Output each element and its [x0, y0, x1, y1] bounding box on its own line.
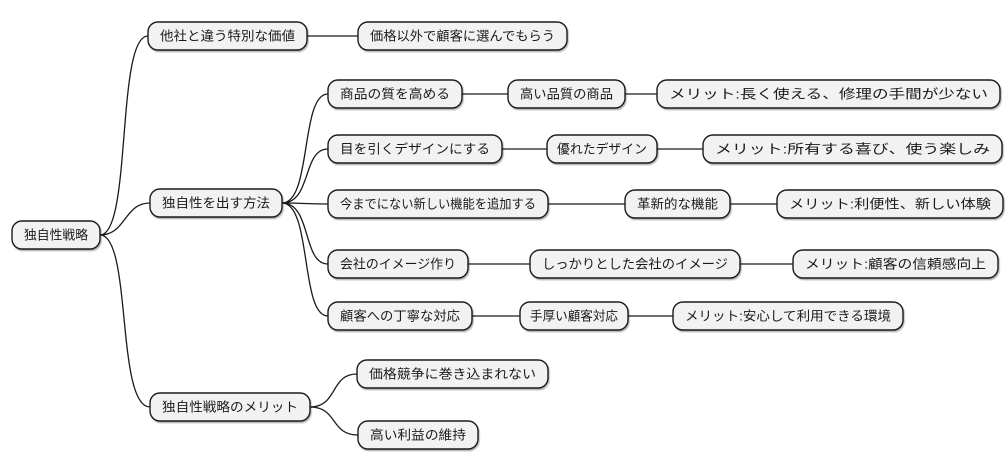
node-method-quality-label: 商品の質を高める	[340, 87, 450, 102]
node-merit-design-box	[702, 134, 1003, 164]
node-method-quality-box	[327, 79, 463, 109]
edge-methods-to-support	[281, 202, 329, 317]
node-feature-image[interactable]: しっかりとした会社のイメージ	[529, 249, 741, 279]
node-root-label: 独自性戦略	[24, 228, 88, 243]
edge-methods-to-quality	[281, 93, 329, 204]
node-root[interactable]: 独自性戦略	[11, 220, 101, 250]
node-method-innovation[interactable]: 今までにない新しい機能を追加する	[327, 189, 549, 219]
node-feature-quality[interactable]: 高い品質の商品	[507, 79, 626, 109]
node-merit-image-box	[792, 249, 999, 279]
node-feature-innovation-box	[624, 189, 731, 219]
node-method-innovation-label: 今までにない新しい機能を追加する	[340, 197, 536, 212]
edge-methods-to-design	[281, 148, 329, 204]
node-special-value-detail-box	[357, 21, 568, 51]
node-methods-box	[149, 188, 283, 218]
node-method-design[interactable]: 目を引くデザインにする	[327, 134, 503, 164]
node-method-image[interactable]: 会社のイメージ作り	[327, 249, 469, 279]
node-feature-innovation[interactable]: 革新的な機能	[624, 189, 731, 219]
node-merit-high-profit[interactable]: 高い利益の維持	[357, 420, 479, 450]
node-strategy-merits[interactable]: 独自性戦略のメリット	[149, 392, 311, 422]
node-feature-image-label: しっかりとした会社のイメージ	[542, 257, 728, 272]
node-feature-support-label: 手厚い顧客対応	[530, 309, 618, 324]
node-merit-innovation[interactable]: メリット:利便性、新しい体験	[776, 189, 1004, 219]
node-method-support[interactable]: 顧客への丁寧な対応	[327, 301, 473, 331]
edge-strategy-merits-to-high-profit	[309, 406, 359, 436]
node-feature-image-box	[529, 249, 741, 279]
node-method-design-label: 目を引くデザインにする	[340, 142, 490, 157]
node-strategy-merits-label: 独自性戦略のメリット	[162, 400, 298, 415]
node-merit-quality[interactable]: メリット:長く使える、修理の手間が少ない	[656, 79, 1001, 109]
node-root-box	[11, 220, 101, 250]
node-feature-design-box	[546, 134, 658, 164]
node-strategy-merits-box	[149, 392, 311, 422]
node-merit-quality-box	[656, 79, 1001, 109]
node-merit-design-label: メリット:所有する喜び、使う楽しみ	[715, 142, 990, 157]
node-feature-design-label: 優れたデザイン	[557, 142, 647, 157]
node-method-support-box	[327, 301, 473, 331]
node-merit-innovation-box	[776, 189, 1004, 219]
node-method-design-box	[327, 134, 503, 164]
node-feature-quality-label: 高い品質の商品	[520, 87, 613, 102]
node-special-value-box	[147, 21, 308, 51]
node-feature-quality-box	[507, 79, 626, 109]
node-method-image-label: 会社のイメージ作り	[340, 257, 456, 272]
node-merit-no-price-war-label: 価格競争に巻き込まれない	[369, 367, 536, 382]
edge-root-to-methods	[99, 202, 151, 236]
node-special-value-detail-label: 価格以外で顧客に選んでもらう	[370, 29, 555, 44]
node-special-value-label: 他社と違う特別な価値	[160, 29, 295, 44]
node-merit-quality-label: メリット:長く使える、修理の手間が少ない	[669, 87, 988, 102]
node-merit-image[interactable]: メリット:顧客の信頼感向上	[792, 249, 999, 279]
node-method-innovation-box	[327, 189, 549, 219]
node-merit-high-profit-label: 高い利益の維持	[370, 428, 466, 443]
node-special-value-detail[interactable]: 価格以外で顧客に選んでもらう	[357, 21, 568, 51]
node-method-quality[interactable]: 商品の質を高める	[327, 79, 463, 109]
edge-strategy-merits-to-no-price-war	[309, 373, 358, 408]
node-feature-innovation-label: 革新的な機能	[637, 197, 718, 212]
node-methods[interactable]: 独自性を出す方法	[149, 188, 283, 218]
node-merit-support-label: メリット:安心して利用できる環境	[685, 309, 891, 324]
node-method-image-box	[327, 249, 469, 279]
node-feature-support-box	[519, 301, 629, 331]
edge-methods-to-image	[281, 202, 329, 265]
node-merit-high-profit-box	[357, 420, 479, 450]
node-merit-no-price-war[interactable]: 価格競争に巻き込まれない	[356, 359, 549, 389]
node-feature-support[interactable]: 手厚い顧客対応	[519, 301, 629, 331]
node-merit-no-price-war-box	[356, 359, 549, 389]
node-merit-image-label: メリット:顧客の信頼感向上	[805, 257, 986, 272]
node-method-support-label: 顧客への丁寧な対応	[340, 309, 460, 324]
edge-root-to-special-value	[99, 35, 149, 236]
node-merit-support-box	[672, 301, 904, 331]
edge-root-to-strategy-merits	[99, 234, 151, 408]
node-merit-design[interactable]: メリット:所有する喜び、使う楽しみ	[702, 134, 1003, 164]
edges	[99, 35, 793, 436]
node-feature-design[interactable]: 優れたデザイン	[546, 134, 658, 164]
node-special-value[interactable]: 他社と違う特別な価値	[147, 21, 308, 51]
node-merit-innovation-label: メリット:利便性、新しい体験	[789, 197, 991, 212]
node-merit-support[interactable]: メリット:安心して利用できる環境	[672, 301, 904, 331]
node-methods-label: 独自性を出す方法	[162, 196, 270, 211]
